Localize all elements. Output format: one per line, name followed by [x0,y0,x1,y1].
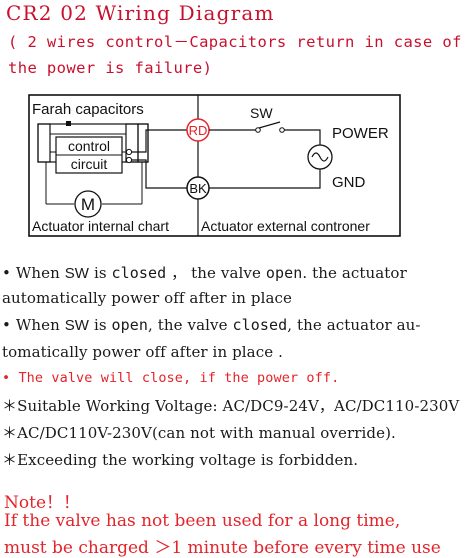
wire-gnd-to-bk [209,169,321,189]
description-line-3: • When SW is open, the valve closed, the… [2,316,421,334]
subtitle-line-2: the power is failure) [8,59,213,77]
motor-symbol [74,190,102,218]
capacitor-label: Farah capacitors [32,101,144,118]
control-label: control [68,138,110,154]
ac-wave-icon [311,152,329,162]
note-line-1: If the valve has not been used for a lon… [4,511,401,531]
sw-label: SW [250,105,273,121]
closed-term: closed [111,264,167,282]
connector-bottom [125,156,133,164]
circuit-label: circuit [71,156,108,172]
switch-contact-right [279,127,285,133]
note-heading: Note！！ [4,493,81,513]
connector-top [125,148,133,156]
capacitor-cell-left [37,123,51,163]
sw-term: SW [64,317,90,334]
wiring-diagram: Farah capacitors control circuit M RD BK… [28,94,401,237]
wire-switch-to-power [284,129,321,145]
voltage-spec: ＊Suitable Working Voltage: AC/DC9-24V，AC… [2,397,460,415]
subtitle-line-1: ( 2 wires control－Capacitors return in c… [8,33,462,51]
switch-contact-left [255,127,261,133]
capacitor-cell-end [137,123,149,163]
manual-override-spec: ＊AC/DC110V-230V(can not with manual over… [2,424,396,442]
switch-blade [258,121,281,129]
sw-term: SW [64,265,90,282]
power-off-warning: • The valve will close, if the power off… [2,370,340,386]
capacitor-cell-right [125,123,139,163]
open-term: open [265,264,303,282]
rd-label: RD [189,123,208,138]
open-term: open [111,316,149,334]
external-caption: Actuator external controner [201,218,370,234]
wire-to-bk [132,159,188,189]
description-line-2: automatically power off after in place [2,289,293,307]
description-line-4: tomatically power off after in place . [2,343,283,361]
page-title: CR2 02 Wiring Diagram [6,1,275,25]
gnd-label: GND [332,174,366,191]
diagram-frame [28,94,401,237]
closed-term: closed [232,316,288,334]
motor-label: M [81,195,95,214]
power-label: POWER [332,125,389,142]
description-line-1: • When SW is closed ， the valve open. th… [2,264,407,282]
wire-to-rd [132,129,188,153]
note-line-2: must be charged ＞1 minute before every t… [4,538,441,558]
voltage-warning: ＊Exceeding the working voltage is forbid… [2,451,359,469]
bk-label: BK [189,181,207,196]
internal-caption: Actuator internal chart [32,218,169,234]
